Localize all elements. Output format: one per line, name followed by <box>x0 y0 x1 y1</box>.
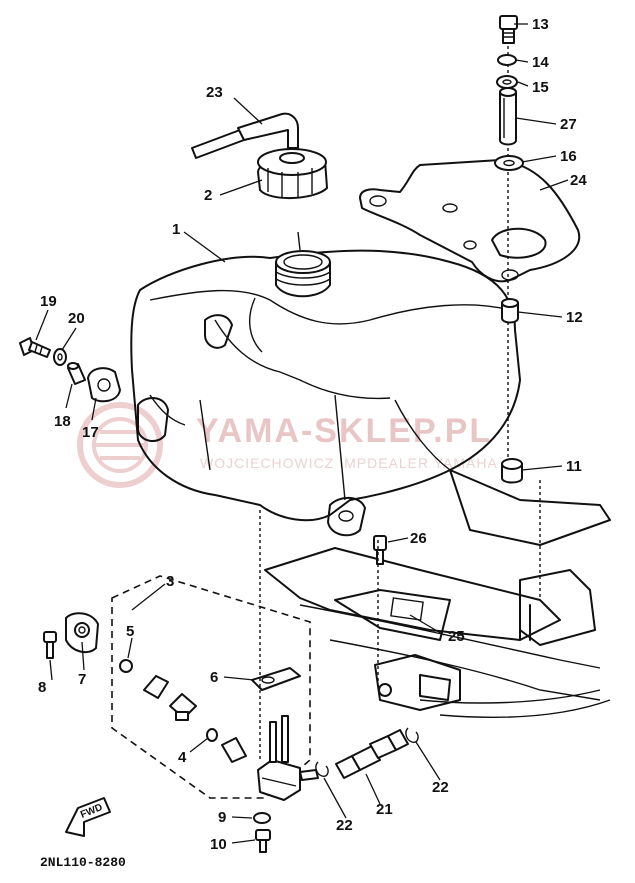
tank-rear-bracket <box>449 469 611 646</box>
watermark-subtitle: WOJCIECHOWICZ IMPDEALER YAMAHA <box>200 455 498 471</box>
front-mount-bracket <box>374 654 461 711</box>
diagram-code: 2NL110-8280 <box>40 855 126 870</box>
tank-cover-plate <box>359 159 581 283</box>
cock-valve <box>169 693 197 721</box>
fuel-cock-body <box>257 715 319 801</box>
watermark-logo <box>77 402 163 488</box>
damper-17 <box>87 367 121 403</box>
callout-20: 20 <box>68 310 85 327</box>
watermark-title: YAMA-SKLEP.PL <box>196 412 492 450</box>
callout-24: 24 <box>570 172 587 189</box>
callout-26: 26 <box>410 530 427 547</box>
callout-22-right: 22 <box>432 779 449 796</box>
callout-1: 1 <box>172 221 180 238</box>
callout-16: 16 <box>560 148 577 165</box>
o-ring-4 <box>206 728 218 742</box>
bolt-19 <box>19 337 51 358</box>
collar-27 <box>499 87 517 146</box>
collar-15 <box>496 75 518 89</box>
callout-3: 3 <box>166 573 174 590</box>
fuel-tank <box>130 231 521 537</box>
fuel-cock-assembly <box>43 575 319 853</box>
callout-13: 13 <box>532 16 549 33</box>
callout-23: 23 <box>206 84 223 101</box>
screw-8 <box>43 631 57 659</box>
callout-2: 2 <box>204 187 212 204</box>
cock-mount-plate-6 <box>251 667 301 691</box>
callout-17: 17 <box>82 424 99 441</box>
callout-8: 8 <box>38 679 46 696</box>
fuel-hose <box>335 729 409 779</box>
callout-22-left: 22 <box>336 817 353 834</box>
callout-21: 21 <box>376 801 393 818</box>
callout-12: 12 <box>566 309 583 326</box>
assembly-centre-lines <box>259 480 541 760</box>
washer-9 <box>253 812 271 824</box>
damper-plate-25 <box>264 547 561 641</box>
callout-9: 9 <box>218 809 226 826</box>
frame-rail <box>299 604 611 719</box>
callout-7: 7 <box>78 671 86 688</box>
callout-labels: 13 14 15 27 16 24 12 11 23 2 1 19 20 18 … <box>38 16 587 853</box>
forward-arrow-icon: FWD <box>65 797 111 837</box>
washer-14 <box>497 54 517 66</box>
washer-16 <box>494 155 524 171</box>
damper-12 <box>501 298 519 324</box>
side-mount-parts <box>19 337 121 403</box>
callout-14: 14 <box>532 54 549 71</box>
callout-5: 5 <box>126 623 134 640</box>
callout-27: 27 <box>560 116 577 133</box>
callout-11: 11 <box>566 458 582 475</box>
bolt-10 <box>255 829 271 853</box>
fuel-cap <box>257 148 328 200</box>
callout-25: 25 <box>448 628 465 645</box>
drain-sensor-26 <box>373 535 387 565</box>
fuel-cock-lever <box>65 612 99 654</box>
leader-lines <box>35 23 569 844</box>
watermark: YAMA-SKLEP.PL WOJCIECHOWICZ IMPDEALER YA… <box>77 402 498 488</box>
callout-19: 19 <box>40 293 57 310</box>
hose-clip-right <box>405 727 419 744</box>
filter-screen <box>221 737 247 763</box>
bolt-13 <box>499 15 518 44</box>
rear-mount-stack <box>494 15 524 484</box>
washer-20 <box>53 348 67 366</box>
callout-15: 15 <box>532 79 549 96</box>
callout-18: 18 <box>54 413 71 430</box>
callout-10: 10 <box>210 836 227 853</box>
callout-4: 4 <box>178 749 187 766</box>
damper-11 <box>501 458 523 484</box>
collar-18 <box>67 362 86 385</box>
callout-6: 6 <box>210 669 218 686</box>
hose-clip-left <box>315 761 329 778</box>
breather-hose <box>191 112 299 159</box>
o-ring-5 <box>119 659 133 673</box>
cock-plate <box>143 675 169 699</box>
